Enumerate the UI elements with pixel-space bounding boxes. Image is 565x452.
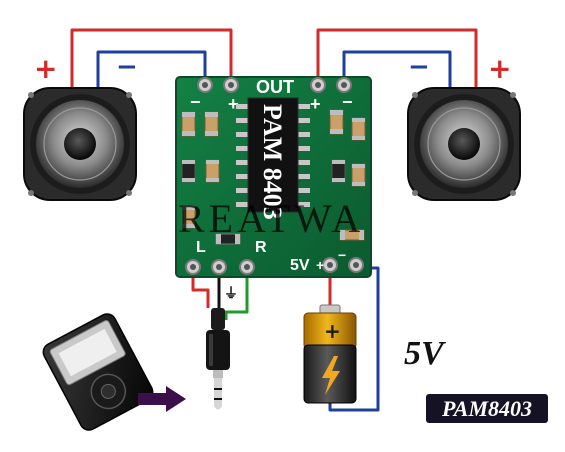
- battery-plus-sign: +: [324, 319, 341, 343]
- left-speaker-negative-wire: [96, 50, 207, 90]
- pam8403-chip: PAM 8403: [236, 97, 310, 220]
- out-label: OUT: [256, 77, 294, 97]
- left-speaker-minus-sign: −: [116, 52, 138, 82]
- right-channel-label: R: [255, 239, 267, 256]
- supply-plus-label: +: [316, 257, 324, 273]
- left-speaker: [23, 87, 137, 201]
- amplifier-board: − + OUT + −: [175, 76, 372, 278]
- supply-label: 5V: [290, 257, 310, 274]
- left-channel-label: L: [196, 239, 206, 256]
- smd-components-left: [181, 111, 241, 245]
- right-input-green-wire: [224, 270, 249, 320]
- pin-right-minus-label: −: [342, 92, 353, 112]
- smd-components-right: [329, 109, 366, 241]
- input-arrow: [138, 386, 186, 412]
- right-speaker: [407, 87, 521, 201]
- voltage-label: 5V: [404, 335, 446, 372]
- lightning-icon: [322, 356, 340, 395]
- speaker-wires: [70, 28, 478, 90]
- right-speaker-minus-sign: −: [408, 52, 430, 82]
- left-speaker-positive-wire: [70, 28, 233, 90]
- supply-minus-label: −: [338, 247, 346, 263]
- brand-label: PAM8403: [441, 396, 533, 421]
- pin-left-minus-label: −: [190, 92, 201, 112]
- ground-symbol: ⏚: [224, 286, 238, 302]
- chip-label: PAM 8403: [258, 104, 287, 220]
- right-speaker-negative-wire: [342, 50, 452, 90]
- watermark-text: REATWA: [178, 196, 364, 241]
- pin-left-plus-label: +: [228, 94, 239, 114]
- audio-jack-plug: [206, 308, 230, 410]
- brand-badge: PAM8403: [426, 394, 548, 423]
- pin-right-plus-label: +: [310, 94, 321, 114]
- left-speaker-plus-sign: +: [34, 52, 57, 85]
- right-speaker-plus-sign: +: [488, 52, 511, 85]
- battery: [303, 304, 357, 404]
- mp3-player: [42, 313, 154, 431]
- left-input-red-wire: [191, 270, 210, 308]
- right-speaker-positive-wire: [316, 28, 478, 90]
